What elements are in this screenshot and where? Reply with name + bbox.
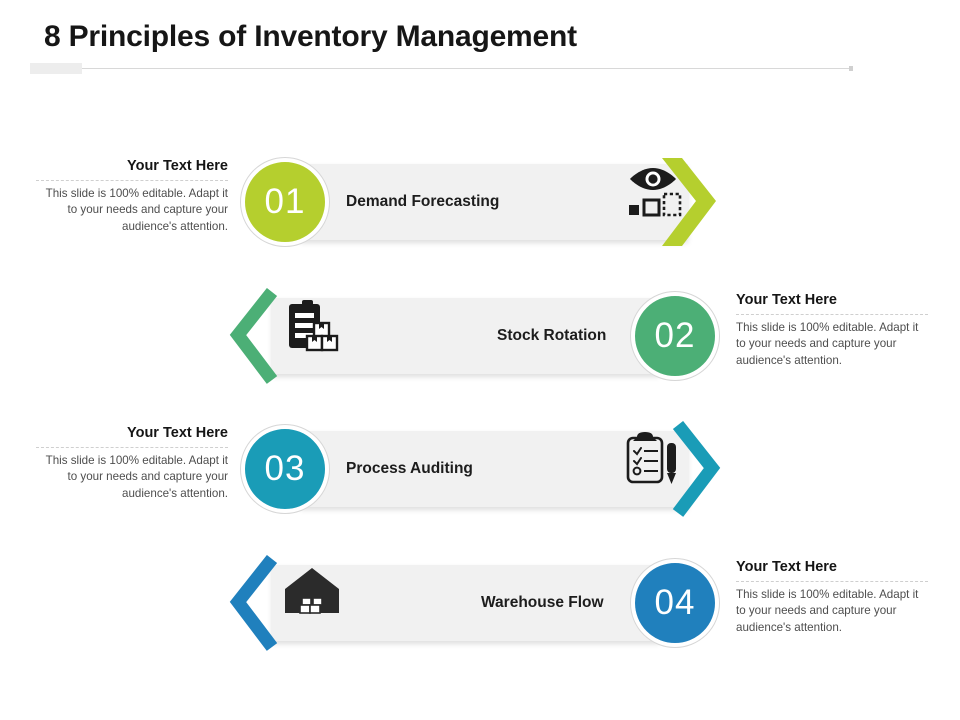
row-1-circle-ring [240,157,330,247]
row-1-chevron [660,154,724,250]
title-accent-block [30,63,82,74]
row-3-side-text: Your Text Here This slide is 100% editab… [36,423,228,502]
row-3-chevron [662,421,726,517]
row-2-icon [277,298,347,374]
row-1-label: Demand Forecasting [346,193,500,210]
row-4-label: Warehouse Flow [481,594,604,611]
chevron-left-outline-icon [229,288,278,384]
principle-row-2[interactable]: Stock Rotation 02 Your Text Here This sl… [0,280,960,392]
row-3-heading-rule [36,447,228,448]
row-4-number-badge[interactable]: 04 [630,558,720,648]
chevron-right-outline-icon [672,421,721,517]
principle-row-3[interactable]: Your Text Here This slide is 100% editab… [0,413,960,525]
row-4-body: This slide is 100% editable. Adapt it to… [736,588,919,634]
row-2-circle-ring [630,291,720,381]
warehouse-icon [285,568,339,614]
row-1-bar[interactable] [300,164,688,240]
row-1-side-text: Your Text Here This slide is 100% editab… [36,156,228,235]
title-divider-endcap [849,66,853,71]
row-4-chevron [228,555,292,651]
row-3-body: This slide is 100% editable. Adapt it to… [45,454,228,500]
row-2-heading-rule [736,314,928,315]
chevron-right-solid-icon [662,158,716,246]
row-1-body: This slide is 100% editable. Adapt it to… [45,187,228,233]
row-4-icon [277,565,347,641]
row-2-side-text: Your Text Here This slide is 100% editab… [736,290,928,369]
row-3-heading: Your Text Here [127,425,228,441]
row-3-number-badge[interactable]: 03 [240,424,330,514]
title-divider-line [82,68,852,69]
clipboard-boxes-icon [289,300,339,352]
row-4-side-text: Your Text Here This slide is 100% editab… [736,557,928,636]
row-1-icon [618,164,688,240]
row-3-circle-ring [240,424,330,514]
row-4-heading: Your Text Here [736,559,837,575]
row-3-bar[interactable] [300,431,688,507]
eye-forecast-icon [629,168,682,217]
clipboard-checklist-pencil-icon [626,432,676,484]
row-2-number-badge[interactable]: 02 [630,291,720,381]
row-2-chevron [228,288,292,384]
row-2-body: This slide is 100% editable. Adapt it to… [736,321,919,367]
row-1-number-badge[interactable]: 01 [240,157,330,247]
principle-row-4[interactable]: Warehouse Flow 04 Your Text Here This sl… [0,547,960,659]
row-1-heading: Your Text Here [127,158,228,174]
page-title: 8 Principles of Inventory Management [44,20,577,53]
chevron-left-outline-icon [229,555,278,651]
row-3-label: Process Auditing [346,460,473,477]
row-1-heading-rule [36,180,228,181]
row-2-label: Stock Rotation [497,327,607,344]
row-3-icon [618,431,688,507]
principle-row-1[interactable]: Your Text Here This slide is 100% editab… [0,146,960,258]
row-4-heading-rule [736,581,928,582]
row-2-heading: Your Text Here [736,292,837,308]
row-4-circle-ring [630,558,720,648]
